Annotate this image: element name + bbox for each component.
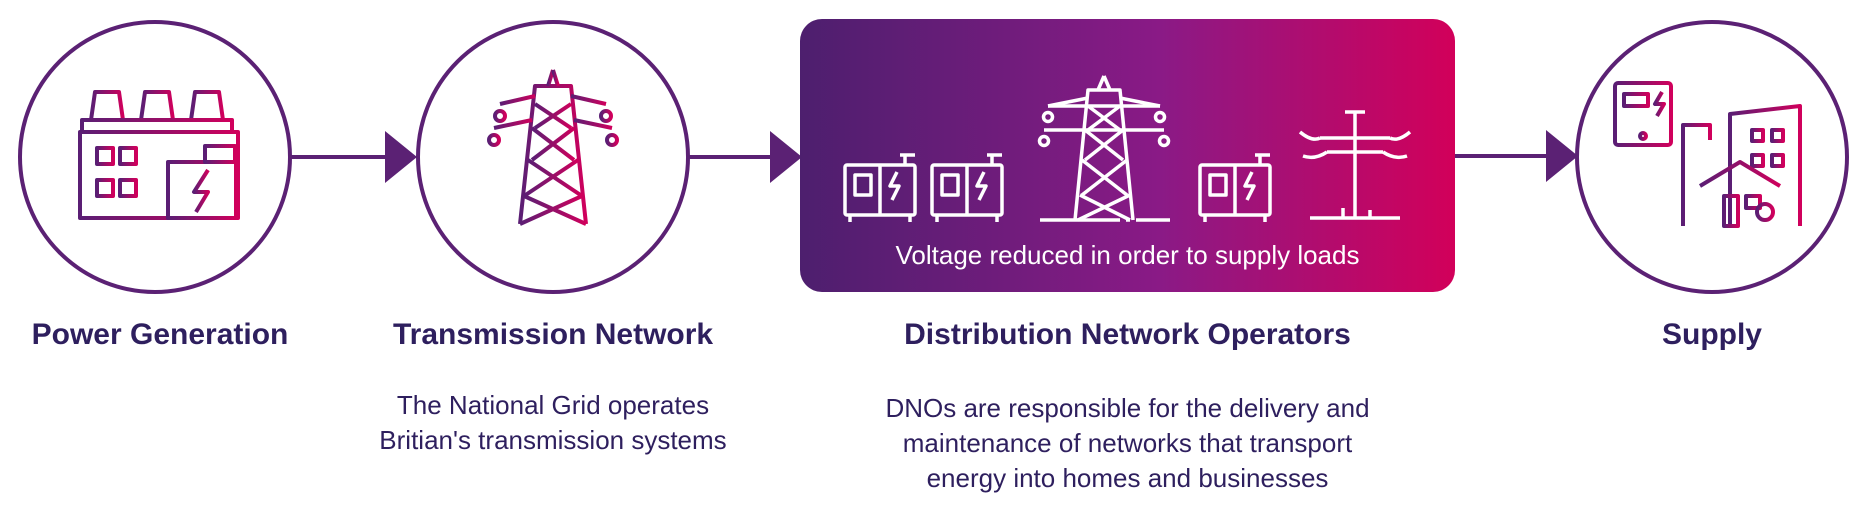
distribution-description: DNOs are responsible for the delivery an…: [800, 391, 1455, 496]
supply-circle: [1575, 20, 1849, 294]
transmission-network-circle: [416, 20, 690, 294]
stage-title-transmission-network: Transmission Network: [393, 318, 714, 351]
transmission-description: The National Grid operates Britian's tra…: [353, 388, 753, 458]
connector-arrow-2: [688, 131, 802, 183]
connector-arrow-3: [1454, 130, 1578, 182]
description-line: DNOs are responsible for the delivery an…: [885, 393, 1370, 423]
stage-title-distribution-network-operators: Distribution Network Operators: [904, 318, 1351, 351]
factory-icon: [78, 90, 240, 220]
transformer-icon: [843, 153, 917, 222]
substation-icon: [843, 75, 1412, 222]
description-line: Britian's transmission systems: [379, 425, 727, 455]
banner-caption: Voltage reduced in order to supply loads: [895, 240, 1360, 270]
description-line: The National Grid operates: [396, 390, 710, 420]
description-line: energy into homes and businesses: [926, 463, 1329, 493]
transformer-icon: [1198, 153, 1272, 222]
transformer-icon: [930, 153, 1004, 222]
stage-title-power-generation: Power Generation: [31, 318, 289, 351]
connector-arrow-1: [290, 131, 417, 183]
pylon-icon: [1037, 75, 1171, 222]
pylon-icon: [487, 69, 619, 226]
stage-title-supply: Supply: [1661, 318, 1762, 351]
power-generation-circle: [18, 20, 292, 294]
homes-icon: [1613, 81, 1806, 228]
description-line: maintenance of networks that transport: [902, 428, 1353, 458]
utility-pole-icon: [1298, 110, 1412, 220]
